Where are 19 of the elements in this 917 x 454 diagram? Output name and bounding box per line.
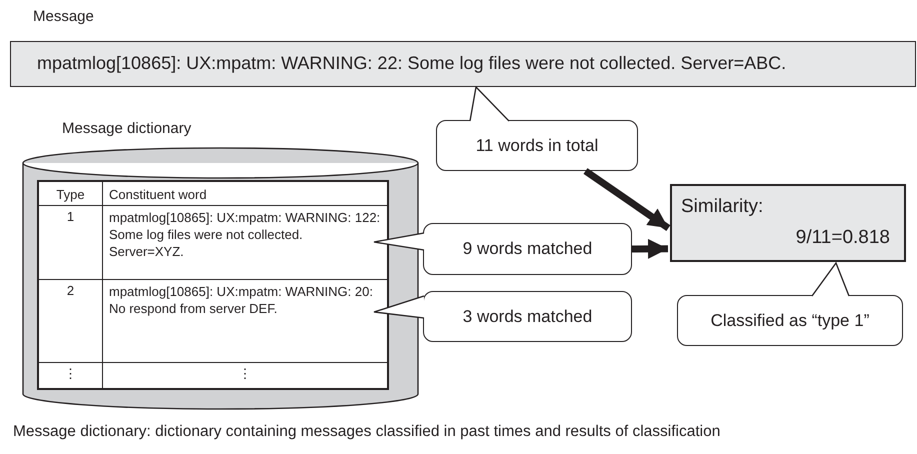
column-header: Constituent word xyxy=(108,186,208,204)
similarity-value: 9/11=0.818 xyxy=(796,227,890,249)
column-header: Type xyxy=(39,182,103,205)
arrow xyxy=(584,168,670,231)
message-text: mpatmlog[10865]: UX:mpatm: WARNING: 122: Some log files were not collected. Server=XYZ. xyxy=(108,209,382,262)
result-box xyxy=(670,184,906,262)
heading: Message xyxy=(33,8,94,25)
type-number: 2 xyxy=(39,280,103,362)
heading: Message dictionary xyxy=(62,120,192,137)
callout-bubble: 9 words matched xyxy=(423,223,632,275)
ellipsis: ⋮ xyxy=(39,363,103,388)
arrow xyxy=(632,238,668,259)
caption: Message dictionary: dictionary containing messages classified in past times and results of classification xyxy=(13,423,720,441)
message-text: mpatmlog[10865]: UX:mpatm: WARNING: 22: Some log files were not collected. Server=ABC. xyxy=(37,53,786,74)
result-heading: Similarity: xyxy=(681,196,764,218)
type-number: 1 xyxy=(39,206,103,279)
message-text: mpatmlog[10865]: UX:mpatm: WARNING: 20: No respond from server DEF. xyxy=(108,283,374,318)
callout-bubble: 3 words matched xyxy=(423,291,632,342)
ellipsis: ⋮ xyxy=(238,366,252,381)
